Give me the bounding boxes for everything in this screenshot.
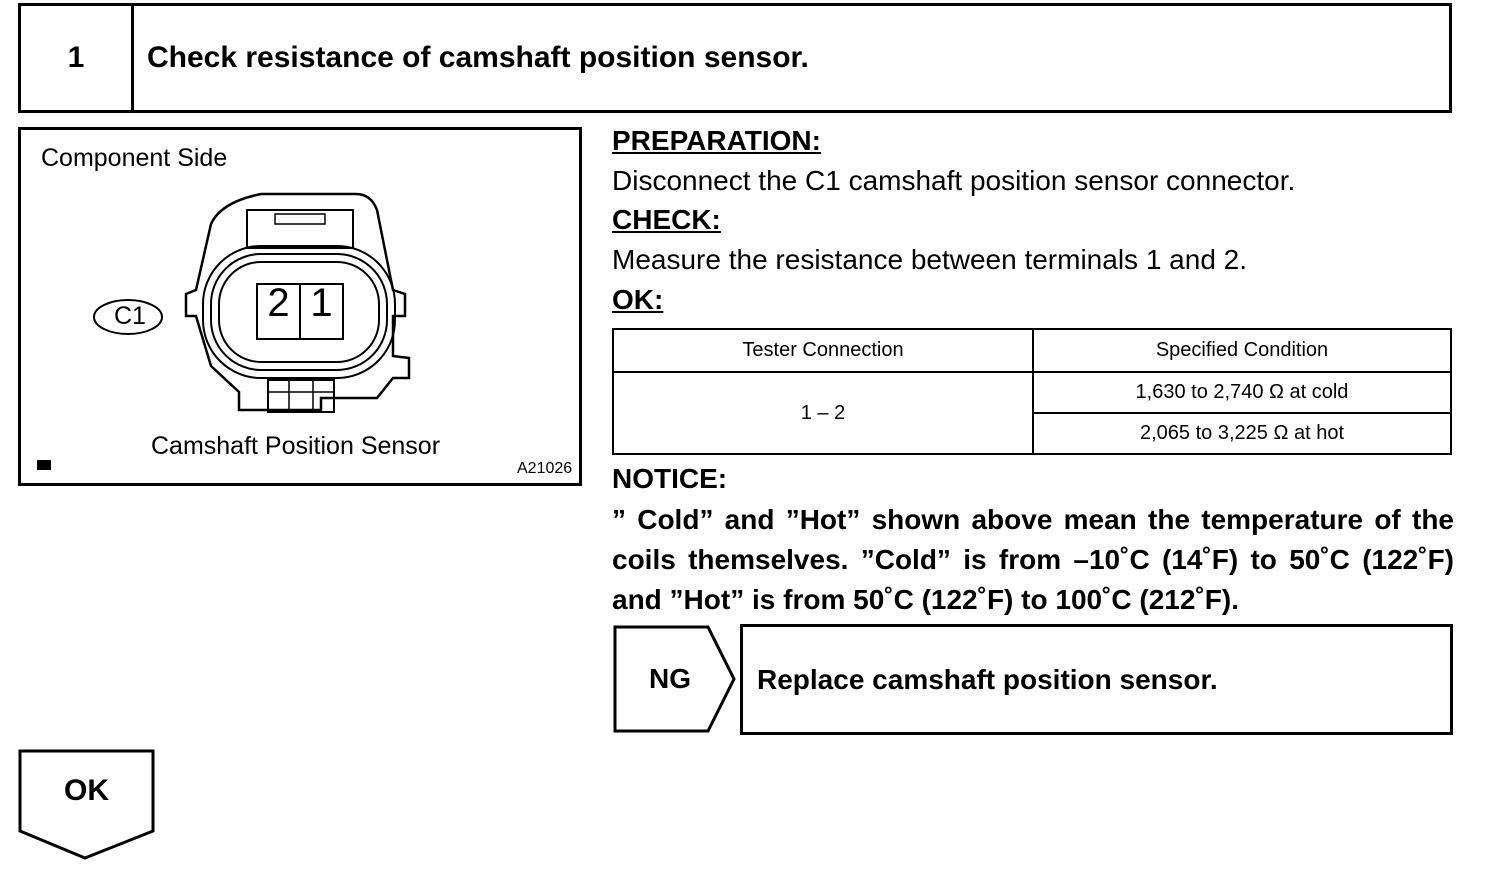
- preparation-text: Disconnect the C1 camshaft position sens…: [612, 165, 1296, 196]
- ng-result-box: Replace camshaft position sensor.: [740, 624, 1453, 735]
- ok-label: OK: [64, 774, 109, 807]
- spec-table: Tester Connection Specified Condition 1 …: [612, 328, 1452, 455]
- notice-text: ” Cold” and ”Hot” shown above mean the t…: [612, 504, 1454, 615]
- connector-bottom-tab: [267, 379, 335, 413]
- step-title: Check resistance of camshaft position se…: [147, 41, 809, 74]
- check-heading: CHECK:: [612, 204, 721, 235]
- connector-latch: [246, 209, 354, 249]
- ng-label: NG: [649, 663, 691, 694]
- connector-body-outline: [184, 192, 411, 412]
- terminal-2-label: 2: [267, 281, 290, 325]
- step-number: 1: [21, 6, 134, 110]
- ng-action-text: Replace camshaft position sensor.: [757, 663, 1218, 695]
- table-cell-cold: 1,630 to 2,740 Ω at cold: [1032, 371, 1452, 414]
- notice-heading: NOTICE:: [612, 463, 728, 494]
- table-cell-hot: 2,065 to 3,225 Ω at hot: [1032, 412, 1452, 455]
- table-header-condition: Specified Condition: [1032, 328, 1452, 373]
- figure-caption: Camshaft Position Sensor: [151, 432, 441, 460]
- preparation-heading: PREPARATION:: [612, 125, 821, 156]
- table-header-connection: Tester Connection: [612, 328, 1034, 373]
- latch-detail: [274, 213, 326, 225]
- component-side-label: Component Side: [41, 144, 228, 172]
- terminal-1-label: 1: [310, 281, 333, 325]
- connector-id-ellipse: [93, 299, 163, 335]
- seal-ring-inner: [218, 261, 380, 363]
- seal-ring-outer: [202, 245, 396, 379]
- connector-figure: Component Side C1 2 1 Camshaft Position …: [18, 127, 582, 486]
- connector-id: C1: [114, 302, 146, 330]
- figure-code: A21026: [517, 460, 573, 477]
- seal-ring-middle: [210, 253, 388, 371]
- step-header: 1 Check resistance of camshaft position …: [18, 3, 1452, 113]
- ok-arrow-tag: [18, 749, 155, 860]
- ok-heading: OK:: [612, 284, 664, 315]
- table-cell-connection: 1 – 2: [612, 371, 1034, 455]
- ng-arrow-tag: [613, 625, 736, 733]
- connector-drawing: [37, 192, 411, 470]
- check-text: Measure the resistance between terminals…: [612, 244, 1248, 275]
- corner-mark: [37, 460, 51, 470]
